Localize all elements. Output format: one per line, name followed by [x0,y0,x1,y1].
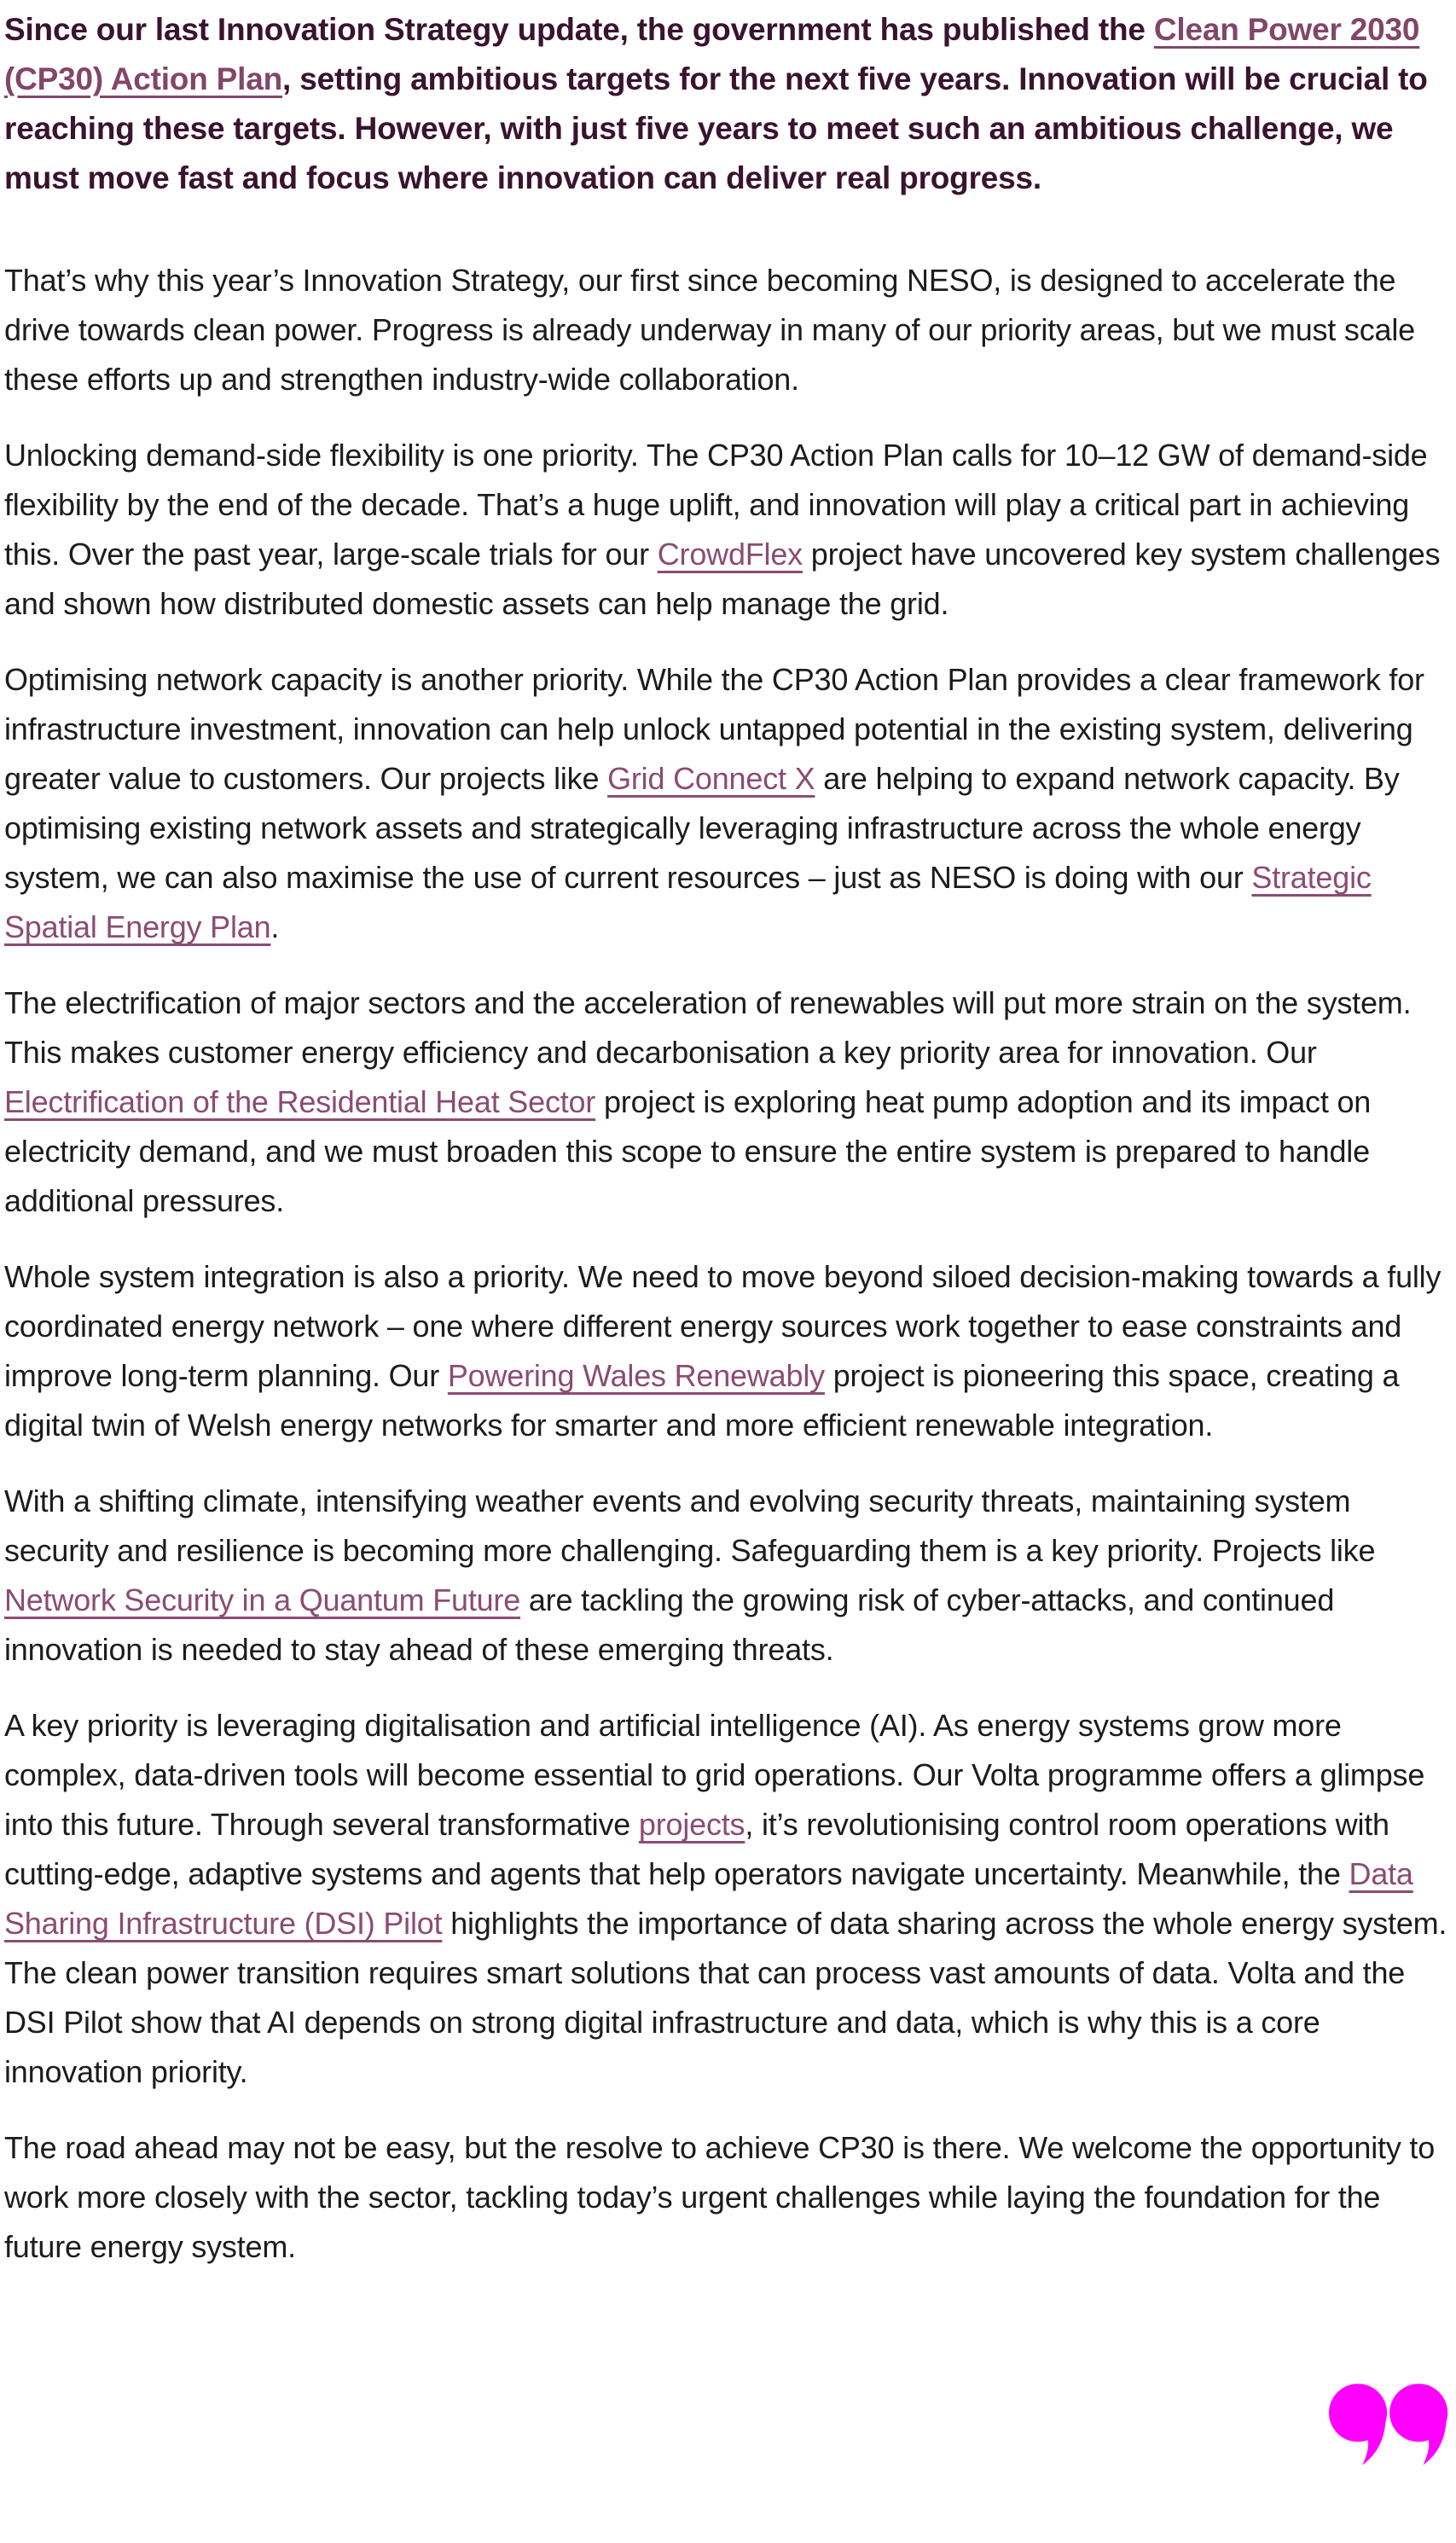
double-quote-icon [1329,2382,1448,2467]
text-segment: , it’s revolutionising control room oper… [4,1807,1389,1891]
text-segment: The road ahead may not be easy, but the … [4,2130,1436,2264]
article-body: That’s why this year’s Innovation Strate… [4,256,1450,2272]
grid-connect-x-link[interactable]: Grid Connect X [607,761,815,796]
intro-paragraph: Since our last Innovation Strategy updat… [4,5,1450,203]
paragraph: Whole system integration is also a prior… [4,1252,1450,1450]
text-segment: project is exploring heat pump adoption … [4,1084,1372,1218]
text-segment: . [270,909,280,944]
paragraph: That’s why this year’s Innovation Strate… [4,256,1450,404]
paragraph: The road ahead may not be easy, but the … [4,2123,1450,2272]
text-segment: Since our last Innovation Strategy updat… [4,12,1154,47]
text-segment: are tackling the growing risk of cyber-a… [4,1582,1335,1667]
clean-power-2030-action-plan-link[interactable]: Clean Power 2030 (CP30) Action Plan [4,12,1420,96]
electrification-residential-heat-sector-link[interactable]: Electrification of the Residential Heat … [4,1084,596,1119]
powering-wales-renewably-link[interactable]: Powering Wales Renewably [447,1358,825,1393]
paragraph: The electrification of major sectors and… [4,978,1450,1226]
text-segment: project is pioneering this space, creati… [4,1358,1400,1443]
text-segment: With a shifting climate, intensifying we… [4,1483,1376,1568]
text-segment: are helping to expand network capacity. … [4,761,1400,895]
text-segment: project have uncovered key system challe… [4,537,1441,621]
text-segment: A key priority is leveraging digitalisat… [4,1708,1425,1842]
text-segment: That’s why this year’s Innovation Strate… [4,263,1415,397]
text-segment: highlights the importance of data sharin… [4,1906,1447,2089]
paragraph: With a shifting climate, intensifying we… [4,1477,1450,1675]
text-segment: Optimising network capacity is another p… [4,662,1424,796]
strategic-spatial-energy-plan-link[interactable]: Strategic Spatial Energy Plan [4,860,1372,944]
volta-projects-link[interactable]: projects [638,1807,745,1842]
paragraph: A key priority is leveraging digitalisat… [4,1701,1450,2097]
text-segment: , setting ambitious targets for the next… [4,61,1428,195]
text-segment: The electrification of major sectors and… [4,985,1412,1070]
quote-balloon-right [1389,2383,1448,2465]
paragraph: Unlocking demand-side flexibility is one… [4,431,1450,629]
network-security-quantum-future-link[interactable]: Network Security in a Quantum Future [4,1582,521,1617]
paragraph: Optimising network capacity is another p… [4,655,1450,952]
text-segment: Whole system integration is also a prior… [4,1259,1441,1393]
article: Since our last Innovation Strategy updat… [4,5,1450,2272]
quote-balloon-left [1329,2383,1388,2465]
data-sharing-infrastructure-pilot-link[interactable]: Data Sharing Infrastructure (DSI) Pilot [4,1856,1413,1941]
crowdflex-link[interactable]: CrowdFlex [657,537,803,572]
text-segment: Unlocking demand-side flexibility is one… [4,438,1428,572]
